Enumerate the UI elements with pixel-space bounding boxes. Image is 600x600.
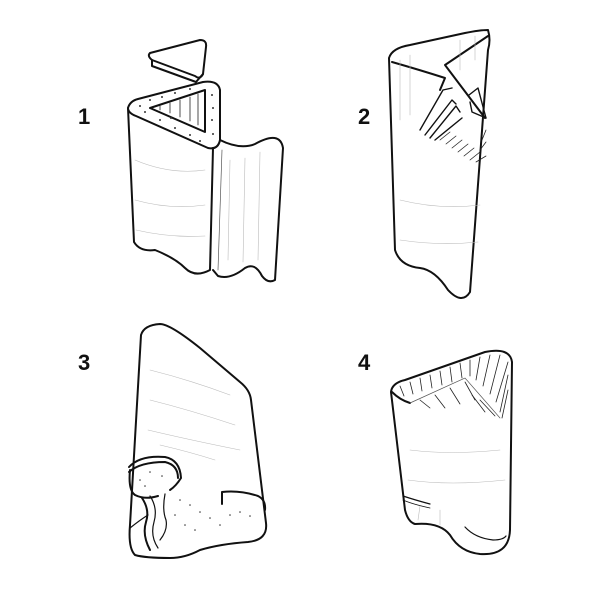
- step-1-drawing: [127, 39, 284, 283]
- step-2-drawing: [388, 29, 491, 299]
- step-3-drawing: [128, 323, 268, 559]
- step-4-drawing: [390, 349, 513, 556]
- step-2-number: 2: [358, 104, 371, 129]
- step-2-panel: 2: [300, 0, 600, 300]
- step-3-panel: 3: [0, 300, 300, 600]
- step-1-number: 1: [78, 104, 91, 129]
- step-4-number: 4: [358, 350, 371, 375]
- step-4-panel: 4: [300, 300, 600, 600]
- step-1-panel: 1: [0, 0, 300, 300]
- step-3-number: 3: [78, 350, 91, 375]
